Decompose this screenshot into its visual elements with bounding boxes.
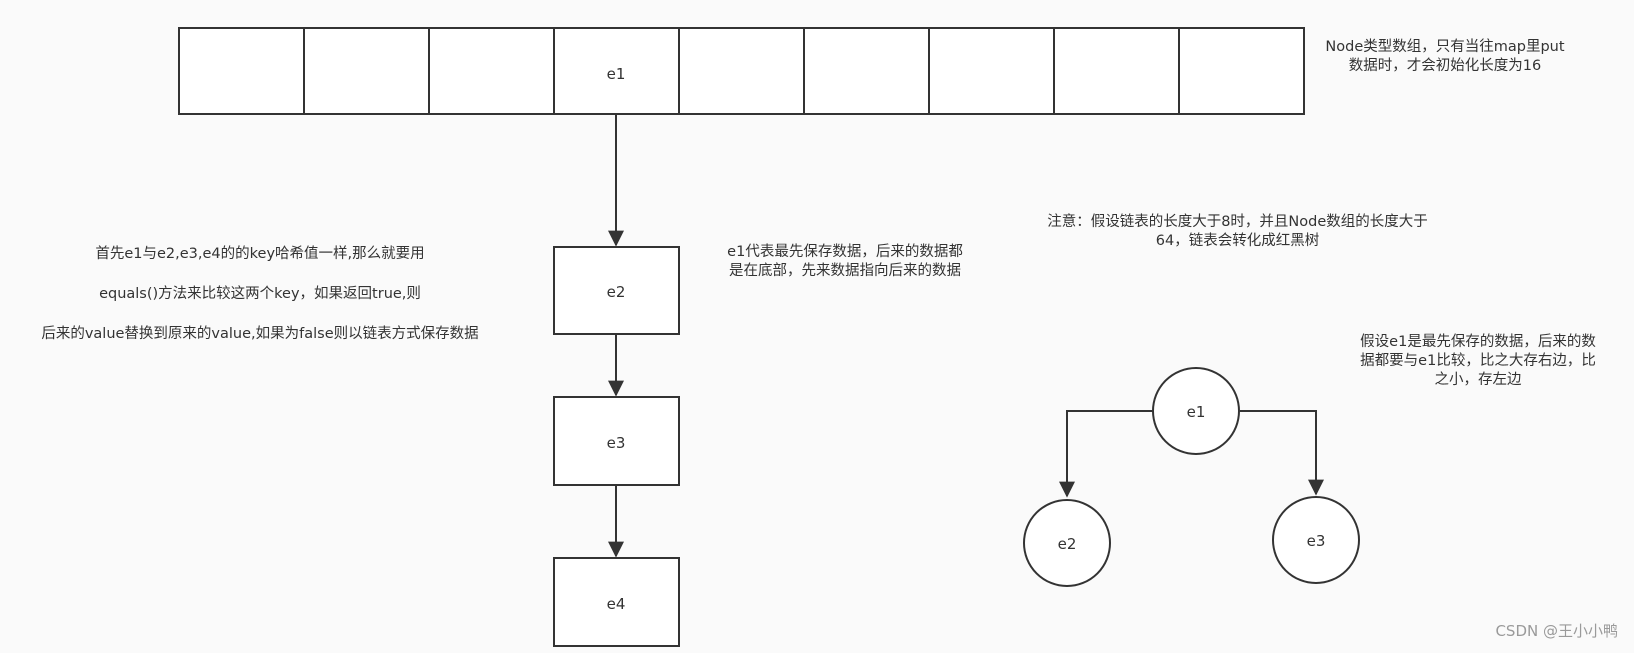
array-slot-5 bbox=[803, 27, 930, 115]
hash-collision-note-line-2: equals()方法来比较这两个key，如果返回true,则 bbox=[99, 286, 421, 302]
hash-collision-note-line-1: 首先e1与e2,e3,e4的的key哈希值一样,那么就要用 bbox=[95, 246, 425, 262]
array-slot-0 bbox=[178, 27, 305, 115]
array-slot-1 bbox=[303, 27, 430, 115]
tree-edge-right bbox=[1240, 410, 1324, 496]
treeify-warning-note: 注意：假设链表的长度大于8时，并且Node数组的长度大于64，链表会转化成红黑树 bbox=[1047, 214, 1428, 249]
array-slot-2 bbox=[428, 27, 555, 115]
hash-collision-note: 首先e1与e2,e3,e4的的key哈希值一样,那么就要用 equals()方法… bbox=[10, 244, 510, 364]
array-slot-8 bbox=[1178, 27, 1305, 115]
tree-diagram: e1 e2 e3 bbox=[1023, 367, 1360, 587]
tree-node-e1-label: e1 bbox=[1187, 403, 1206, 421]
tree-node-e2 bbox=[1023, 499, 1111, 587]
tree-note: 假设e1是最先保存的数据，后来的数据都要与e1比较，比之大存右边，比之小，存左边 bbox=[1360, 334, 1596, 388]
tree-node-e2-label: e2 bbox=[1058, 535, 1077, 553]
tree-node-e3 bbox=[1272, 496, 1360, 584]
list-node-e4 bbox=[553, 557, 680, 647]
list-node-e2-label: e2 bbox=[607, 283, 626, 301]
watermark: CSDN @王小小鸭 bbox=[1495, 622, 1618, 640]
linked-list: e2 e3 e4 bbox=[553, 114, 680, 647]
array-note: Node类型数组，只有当往map里put数据时，才会初始化长度为16 bbox=[1325, 39, 1565, 74]
hash-collision-note-line-3: 后来的value替换到原来的value,如果为false则以链表方式保存数据 bbox=[41, 326, 479, 342]
array-slot-7 bbox=[1053, 27, 1180, 115]
array-slot-4 bbox=[678, 27, 805, 115]
node-array: e1 bbox=[178, 27, 1305, 115]
tree-node-e3-label: e3 bbox=[1307, 532, 1326, 550]
tree-edge-left bbox=[1059, 410, 1153, 498]
list-node-e3 bbox=[553, 396, 680, 486]
array-slot-e1-label: e1 bbox=[607, 65, 626, 83]
array-slot-6 bbox=[928, 27, 1055, 115]
list-node-e3-label: e3 bbox=[607, 434, 626, 452]
linked-list-note: e1代表最先保存数据，后来的数据都是在底部，先来数据指向后来的数据 bbox=[727, 244, 963, 279]
list-node-e4-label: e4 bbox=[607, 595, 626, 613]
tree-node-e1 bbox=[1152, 367, 1240, 455]
